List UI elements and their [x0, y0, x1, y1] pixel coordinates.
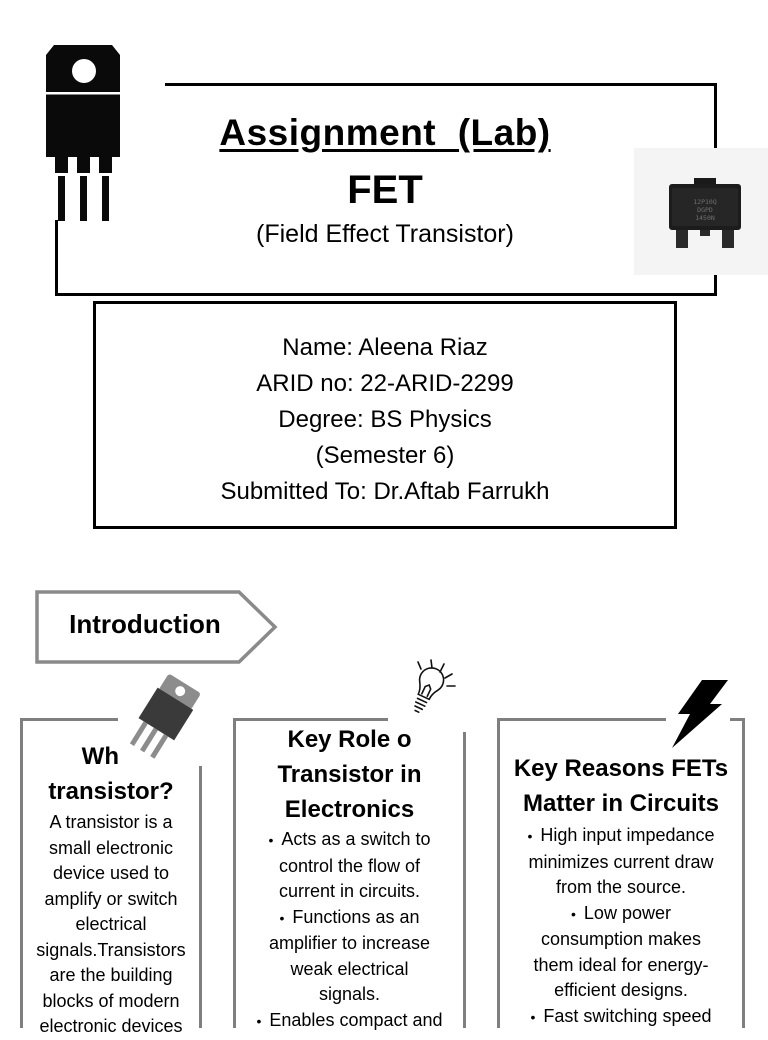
- card-3-bullet-2: •Low power consumption makes them ideal …: [533, 902, 709, 1001]
- submitted-to: Submitted To: Dr.Aftab Farrukh: [220, 478, 550, 505]
- card-what-is-transistor: What transistor? A transistor is a small…: [20, 718, 202, 1036]
- card-3-bullet-3: •Fast switching speed: [530, 1005, 712, 1026]
- card-3-body: •High input impedance minimizes current …: [504, 823, 738, 1030]
- title-frame-bottom-border: [55, 293, 717, 296]
- card-3-title: Key Reasons FETs Matter in Circuits: [513, 755, 729, 817]
- card-2-bullet-3: •Enables compact and: [256, 1009, 443, 1030]
- chip-marking-line-3: 1450N: [695, 214, 715, 222]
- semester: (Semester 6): [315, 442, 455, 469]
- introduction-heading: Introduction: [69, 609, 221, 639]
- card-1-body: A transistor is a small electronic devic…: [36, 812, 186, 1036]
- to220-transistor-image: [42, 45, 126, 230]
- chip-marking-line-2: DGPD: [697, 206, 713, 214]
- card-2-bullet-2: •Functions as an amplifier to increase w…: [268, 906, 431, 1005]
- introduction-arrow-shape: [34, 589, 282, 670]
- assignment-title: Assignment (Lab): [219, 112, 551, 153]
- chip-marking-line-1: 12P10Q: [693, 198, 717, 206]
- card-2-title: Key Role o Transistor in Electronics: [277, 726, 422, 823]
- light-bulb-icon: [388, 652, 466, 732]
- title-frame-top-border: [165, 83, 717, 86]
- subject-subtitle: (Field Effect Transistor): [256, 220, 514, 248]
- card-key-role: Key Role o Transistor in Electronics •Ac…: [233, 718, 466, 1030]
- dpak-chip-image: 12P10Q DGPD 1450N: [634, 148, 768, 275]
- student-name: Name: Aleena Riaz: [282, 334, 488, 361]
- card-2-body: •Acts as a switch to control the flow of…: [242, 827, 457, 1034]
- card-key-reasons-fets: Key Reasons FETs Matter in Circuits •Hig…: [497, 718, 745, 1028]
- arid-number: ARID no: 22-ARID-2299: [256, 370, 514, 397]
- subject-heading: FET: [347, 168, 423, 212]
- degree: Degree: BS Physics: [278, 406, 492, 433]
- title-frame-left-border: [55, 220, 58, 296]
- student-info-box: Name: Aleena Riaz ARID no: 22-ARID-2299 …: [93, 301, 677, 529]
- lightning-bolt-icon: [666, 676, 730, 750]
- card-2-bullet-1: •Acts as a switch to control the flow of…: [268, 829, 431, 901]
- transistor-icon: [118, 670, 204, 766]
- card-3-bullet-1: •High input impedance minimizes current …: [527, 825, 715, 897]
